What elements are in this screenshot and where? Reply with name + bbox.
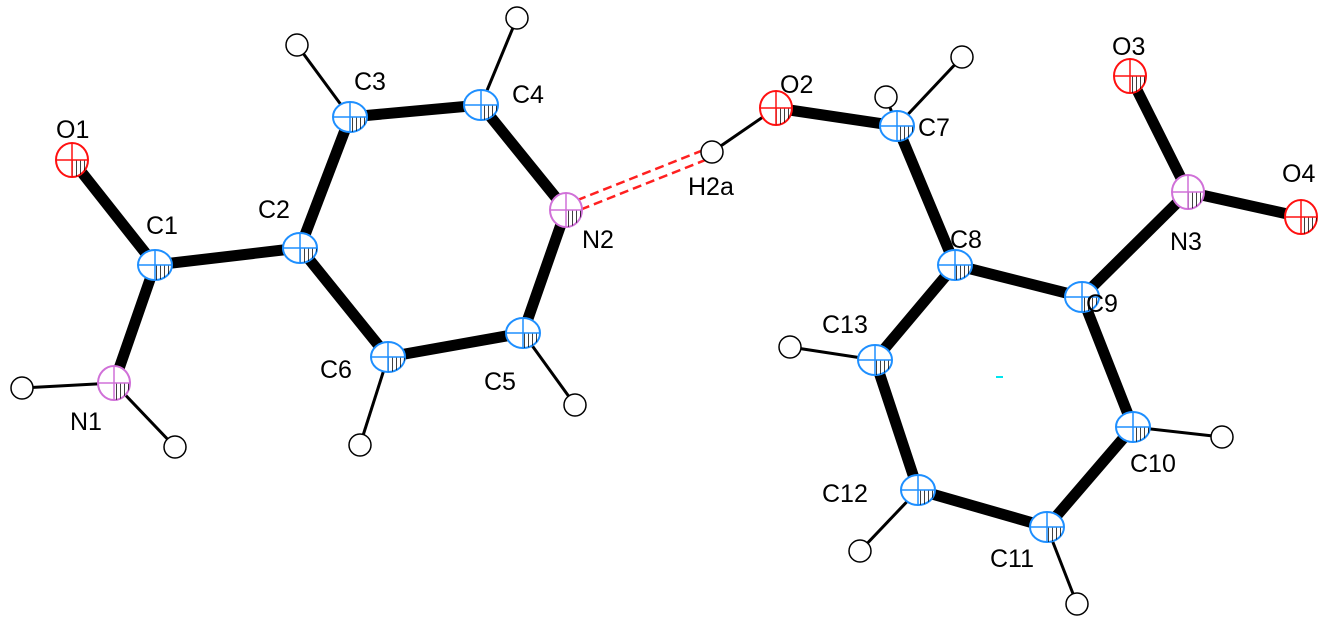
bond-C4-N2 <box>476 101 571 214</box>
atom-C6 <box>370 341 406 373</box>
atom-H6 <box>348 433 372 457</box>
atom-C11 <box>1029 511 1065 543</box>
bond-C9-C10 <box>1076 294 1139 430</box>
bond-C10-C11 <box>1042 423 1138 531</box>
atom-C7 <box>879 110 915 142</box>
atom-label-C2: C2 <box>258 196 290 224</box>
atom-label-C1: C1 <box>146 212 178 240</box>
atom-label-N3: N3 <box>1170 228 1202 256</box>
atom-H12 <box>848 539 872 563</box>
atom-label-O4: O4 <box>1282 160 1315 188</box>
atom-N3 <box>1171 174 1205 210</box>
atom-N1 <box>97 365 131 401</box>
atom-C9 <box>1064 281 1100 313</box>
atom-H5 <box>563 393 587 417</box>
atom-O1 <box>55 142 89 178</box>
atom-label-N1: N1 <box>70 408 102 436</box>
atom-label-C3: C3 <box>354 68 386 96</box>
atom-label-H2a: H2a <box>688 173 734 201</box>
atom-C13 <box>857 344 893 376</box>
atom-H3 <box>285 33 309 57</box>
atom-label-N2: N2 <box>582 226 614 254</box>
bond-C1-N1 <box>108 263 161 385</box>
bond-N3-O3 <box>1125 73 1193 195</box>
atom-label-O1: O1 <box>56 116 89 144</box>
atom-label-C5: C5 <box>484 368 516 396</box>
atom-H1a <box>10 376 34 400</box>
atom-C10 <box>1115 411 1151 443</box>
hydrogen-bond-N2-H2a <box>576 149 702 202</box>
atom-N2 <box>549 192 583 228</box>
hydrogen-bond-N2-H2a <box>580 159 706 211</box>
atom-label-C10: C10 <box>1130 450 1176 478</box>
atom-label-C12: C12 <box>822 480 868 508</box>
atom-label-C11: C11 <box>990 545 1034 573</box>
atom-H10 <box>1210 425 1234 449</box>
atom-label-C13: C13 <box>822 311 868 339</box>
atom-label-C6: C6 <box>320 356 352 384</box>
bond-C12-C13 <box>869 358 924 492</box>
atom-H7a <box>950 45 974 69</box>
atom-O4 <box>1284 199 1318 235</box>
bond-C7-C8 <box>891 123 961 268</box>
atom-C2 <box>282 232 318 264</box>
atom-O2 <box>759 90 793 126</box>
bond-C11-C12 <box>916 484 1049 533</box>
atom-H13 <box>778 335 802 359</box>
atom-H11 <box>1065 592 1089 616</box>
atom-C5 <box>505 317 541 349</box>
atom-C12 <box>900 474 936 506</box>
atom-H1b <box>163 435 187 459</box>
bond-N2-C5 <box>517 208 572 335</box>
bond-N3-O4 <box>1186 186 1303 223</box>
bond-C1-O1 <box>67 156 160 269</box>
atom-label-O2: O2 <box>780 71 813 99</box>
bond-C6-C2 <box>295 244 393 361</box>
bond-C1-C2 <box>154 242 301 271</box>
atom-label-C7: C7 <box>918 114 950 142</box>
atom-O3 <box>1113 58 1147 94</box>
atom-H4 <box>505 6 529 30</box>
atom-label-C9: C9 <box>1086 290 1118 318</box>
atom-H2a <box>700 140 724 164</box>
atom-C8 <box>937 249 973 281</box>
atom-H7b <box>874 85 898 109</box>
atom-label-C4: C4 <box>512 81 544 109</box>
atom-label-O3: O3 <box>1112 33 1145 61</box>
bond-C2-C3 <box>294 115 356 250</box>
bond-O2-C7 <box>775 102 898 132</box>
atom-C4 <box>463 89 499 121</box>
atom-C3 <box>332 101 368 133</box>
bond-C8-C9 <box>953 259 1084 303</box>
bond-C13-C8 <box>870 261 960 364</box>
bond-C3-C4 <box>349 99 482 123</box>
bond-C9-N3 <box>1078 188 1192 301</box>
atom-label-C8: C8 <box>950 226 982 254</box>
bond-C5-C6 <box>387 327 524 363</box>
atom-C1 <box>137 249 173 281</box>
